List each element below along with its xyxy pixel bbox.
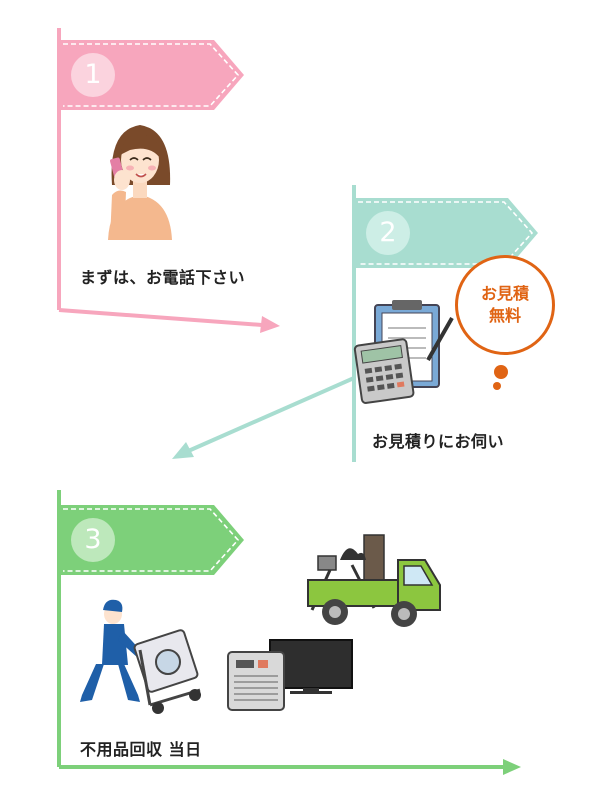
step-3-flag (57, 490, 521, 775)
step-3-caption: 不用品回収 当日 (80, 740, 202, 759)
mover-worker-icon (80, 599, 142, 702)
badge-tail-dot-small (493, 382, 501, 390)
washing-machine-cart-icon (133, 629, 201, 714)
step-2-number: 2 (379, 217, 397, 248)
badge-tail-dot-large (494, 365, 508, 379)
free-estimate-badge: お見積 無料 (455, 255, 555, 355)
woman-phone-icon (108, 125, 172, 240)
clipboard-calculator-icon (353, 300, 454, 404)
step-2-caption: お見積りにお伺い (372, 432, 505, 451)
truck-icon (307, 534, 441, 627)
step-1-flag (57, 28, 280, 333)
badge-line-2: 無料 (488, 306, 521, 325)
step-1-number: 1 (84, 59, 102, 90)
badge-line-1: お見積 (480, 284, 529, 303)
step-2-flag (172, 185, 538, 462)
step-1-caption: まずは、お電話下さい (80, 268, 246, 287)
step-3-number: 3 (84, 524, 102, 555)
heater-icon (227, 651, 285, 711)
